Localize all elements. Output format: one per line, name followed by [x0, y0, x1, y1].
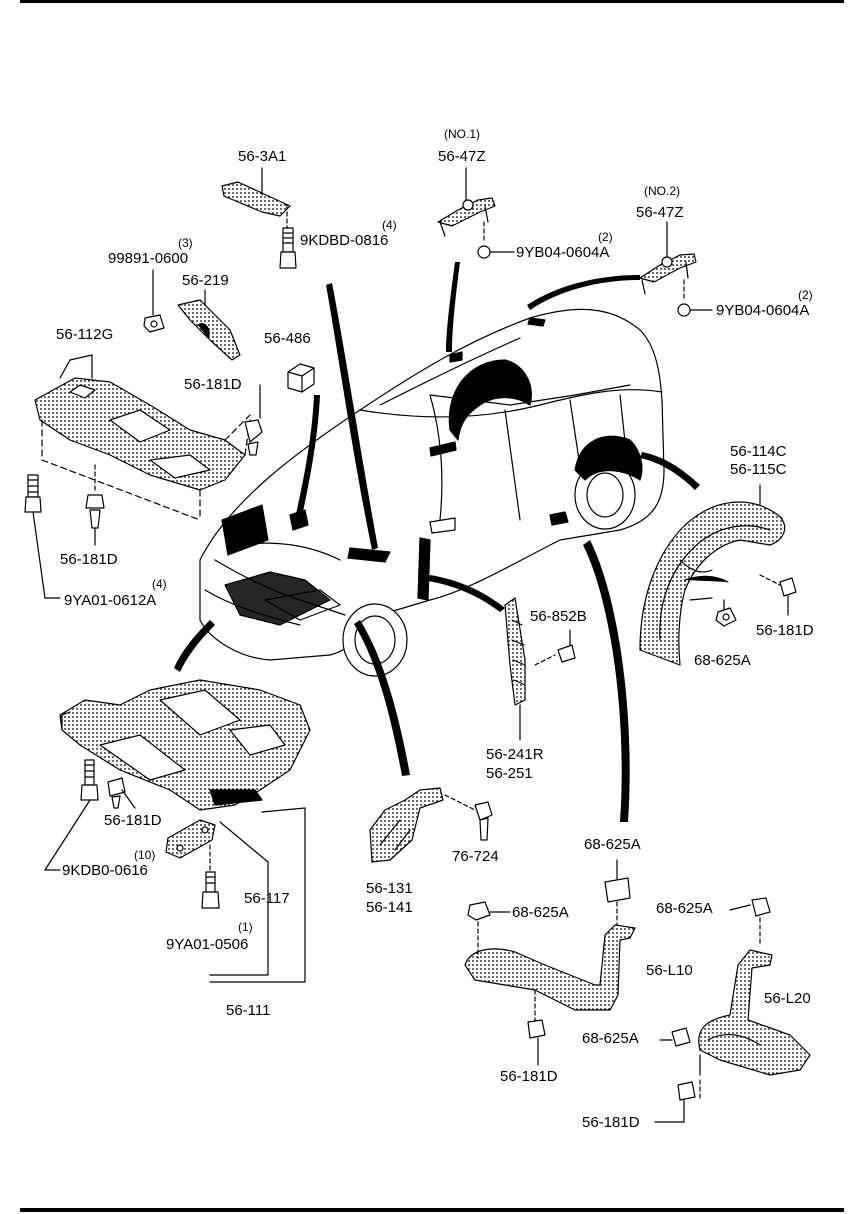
- qty-9ya01-0612a: (4): [152, 577, 167, 591]
- clip-56-181d-d: [107, 777, 136, 809]
- label-56-l10: 56-L10: [646, 962, 693, 979]
- qty-9yb04-2: (2): [798, 288, 813, 302]
- part-56-3a1-bracket: [221, 167, 291, 229]
- label-9kdb0-0616: 9KDB0-0616: [62, 862, 148, 879]
- label-56-141: 56-141: [366, 899, 413, 916]
- label-9ya01-0612a: 9YA01-0612A: [64, 592, 157, 609]
- label-99891-0600: 99891-0600: [108, 250, 189, 267]
- label-9ya01-0506: 9YA01-0506: [166, 936, 249, 953]
- label-9yb04-0604a-2: 9YB04-0604A: [716, 302, 810, 319]
- label-no2: (NO.2): [644, 184, 680, 198]
- top-rule: [20, 0, 844, 3]
- label-56-251: 56-251: [486, 765, 533, 782]
- label-76-724: 76-724: [452, 848, 499, 865]
- label-56-114c: 56-114C: [730, 443, 787, 460]
- label-56-181d-f: 56-181D: [582, 1114, 640, 1131]
- leader-swooshes: [174, 262, 700, 822]
- part-56-131-shield: [369, 787, 493, 863]
- label-56-181d-a: 56-181D: [184, 376, 242, 393]
- label-56-112g: 56-112G: [56, 326, 114, 343]
- label-9yb04-0604a-1: 9YB04-0604A: [516, 244, 610, 261]
- label-56-47z-no1: 56-47Z: [438, 148, 486, 165]
- qty-9kdb0-0616: (10): [134, 848, 156, 862]
- part-56-l10-bracket: [464, 859, 636, 1066]
- nut-99891-0600: [143, 269, 165, 333]
- label-68-625a-b: 68-625A: [584, 836, 641, 853]
- qty-99891-0600: (3): [178, 236, 193, 250]
- label-56-115c: 56-115C: [730, 461, 787, 478]
- clip-56-181d-a: [244, 384, 263, 456]
- label-68-625a-d: 68-625A: [656, 900, 713, 917]
- label-68-625a-e: 68-625A: [582, 1030, 639, 1047]
- qty-9ya01-0506: (1): [238, 920, 253, 934]
- part-56-111-under-cover: [59, 679, 311, 983]
- label-56-181d-e: 56-181D: [500, 1068, 558, 1085]
- part-56-241r-seal: [504, 597, 576, 741]
- part-56-47z-no2: [639, 221, 713, 317]
- label-56-47z-no2: 56-47Z: [636, 204, 684, 221]
- bolt-9kdb0-0616: [44, 759, 99, 871]
- part-56-486-block: [287, 363, 315, 393]
- label-68-625a-c: 68-625A: [512, 904, 569, 921]
- car-body-outline: [199, 308, 665, 677]
- part-56-l20-bracket: [654, 897, 811, 1123]
- part-56-117-panel: [165, 819, 216, 871]
- part-56-219-bracket: [177, 289, 241, 361]
- part-56-114c-rear-liner: [639, 484, 797, 666]
- label-56-l20: 56-L20: [764, 990, 811, 1007]
- bolt-9kdbd-0816: [279, 227, 297, 269]
- label-56-181d-c: 56-181D: [756, 622, 814, 639]
- label-56-117: 56-117: [244, 890, 290, 907]
- label-56-181d-b: 56-181D: [60, 551, 118, 568]
- label-56-241r: 56-241R: [486, 746, 544, 763]
- label-56-111: 56-111: [226, 1002, 271, 1019]
- label-56-852b: 56-852B: [530, 608, 587, 625]
- label-56-181d-d: 56-181D: [104, 812, 162, 829]
- bolt-9ya01-0506: [201, 871, 220, 909]
- qty-9yb04-1: (2): [598, 230, 613, 244]
- qty-9kdbd-0816: (4): [382, 218, 397, 232]
- label-56-486: 56-486: [264, 330, 311, 347]
- bottom-rule: [20, 1208, 844, 1212]
- clip-56-181d-b: [85, 464, 105, 546]
- label-56-131: 56-131: [366, 880, 413, 897]
- part-56-112g-under-cover: [34, 354, 251, 521]
- label-56-219: 56-219: [182, 272, 229, 289]
- label-56-3a1: 56-3A1: [238, 148, 287, 165]
- label-9kdbd-0816: 9KDBD-0816: [300, 232, 389, 249]
- part-56-47z-no1: [437, 167, 515, 259]
- bolt-9ya01-0612a: [24, 474, 61, 599]
- label-no1: (NO.1): [444, 127, 480, 141]
- label-68-625a-a: 68-625A: [694, 652, 751, 669]
